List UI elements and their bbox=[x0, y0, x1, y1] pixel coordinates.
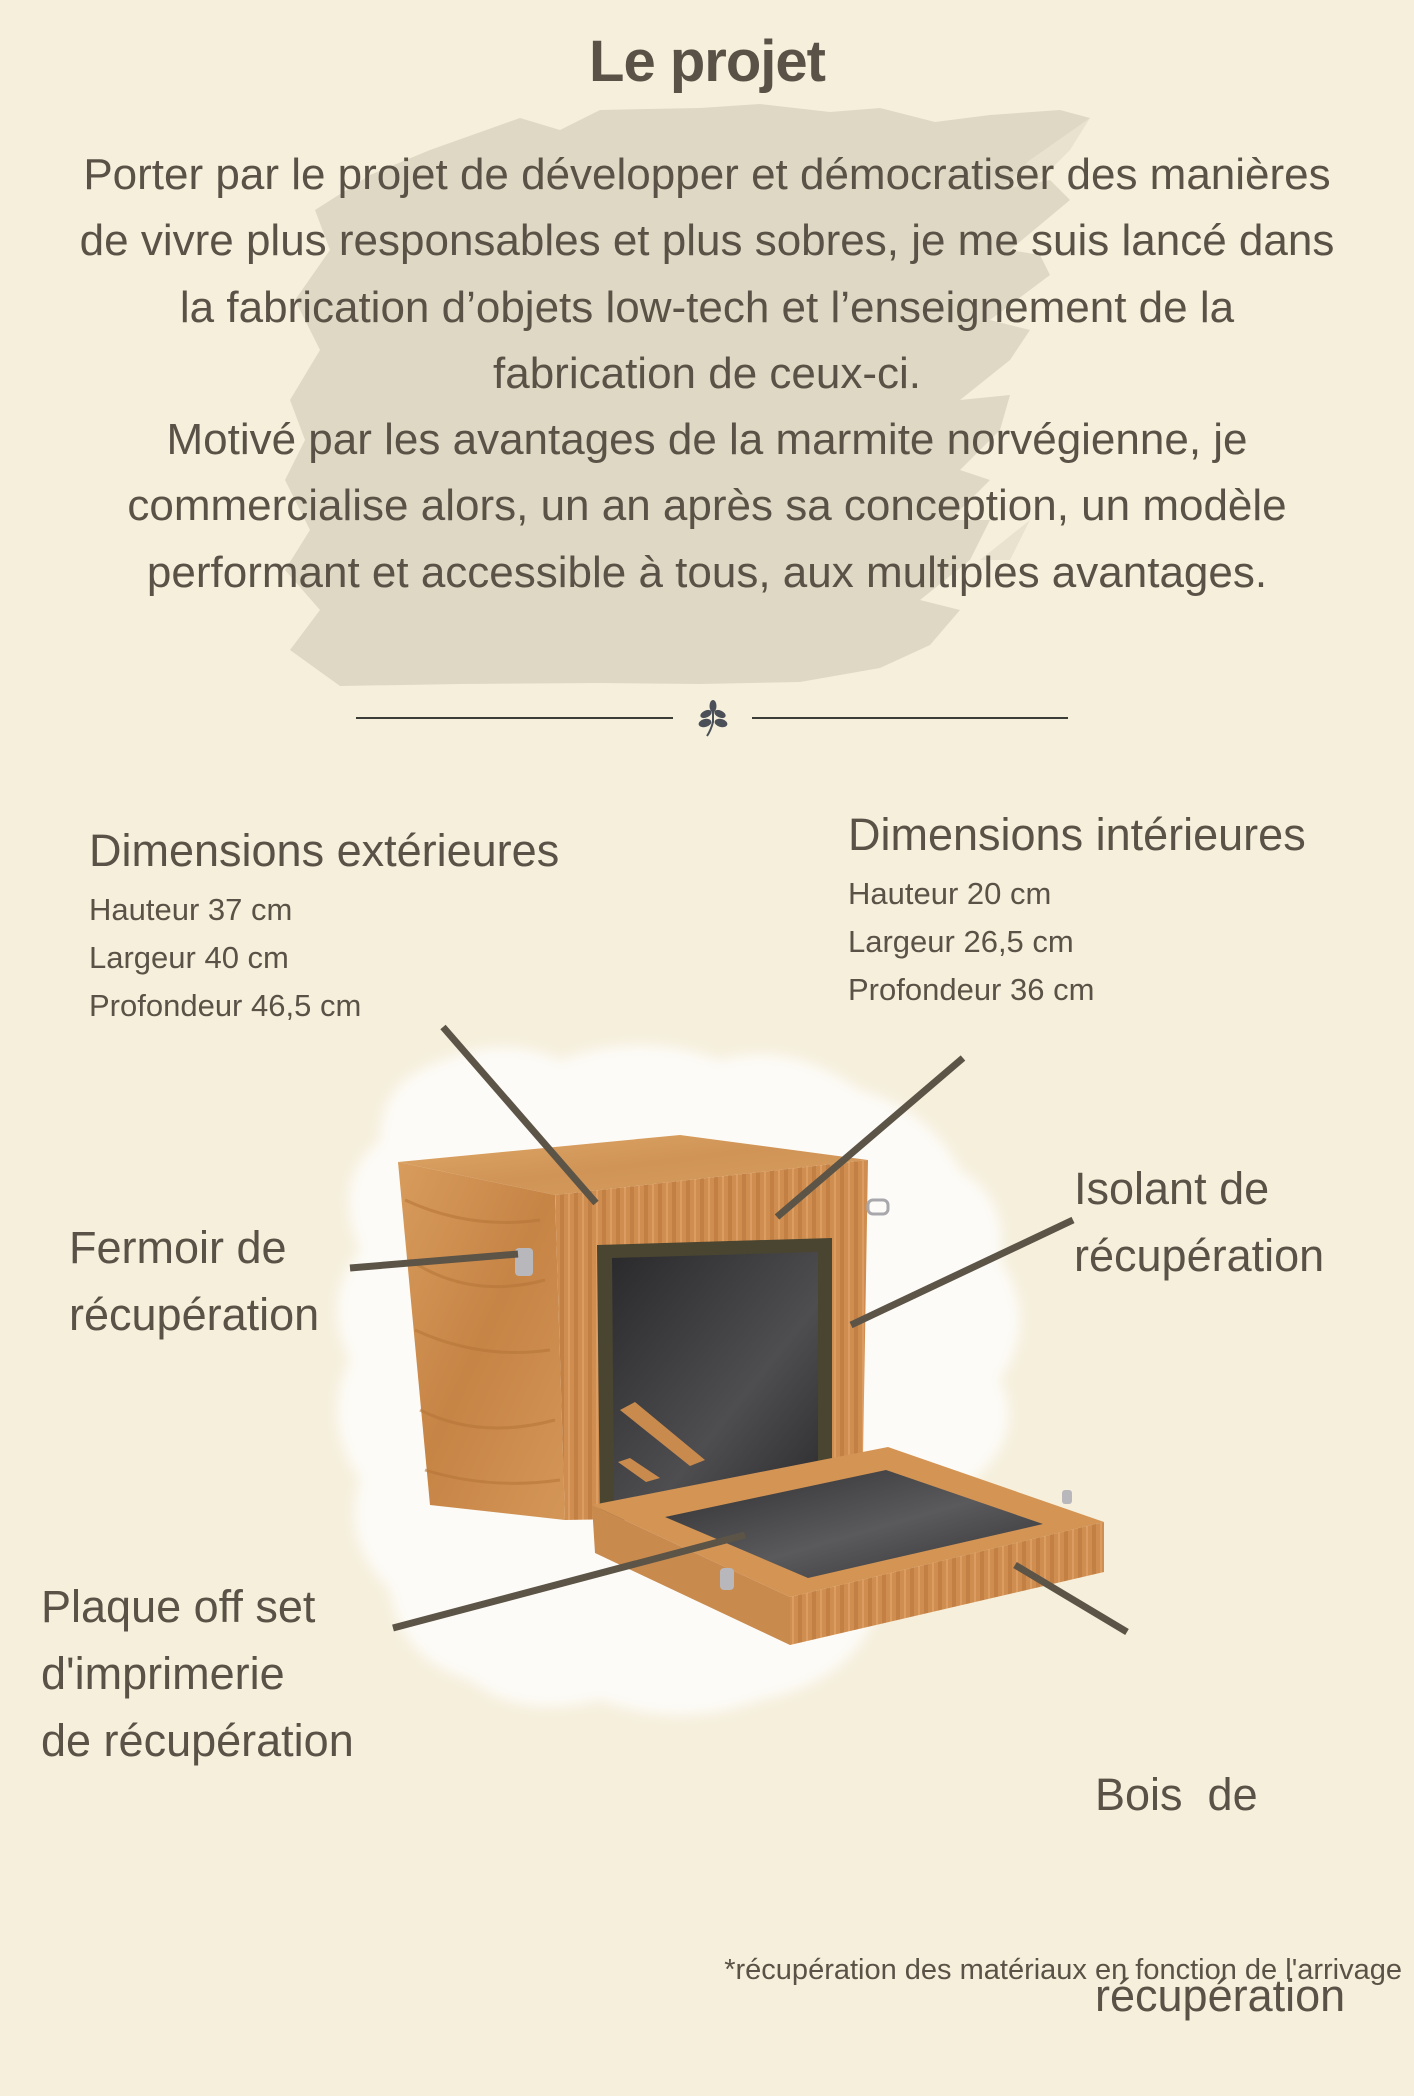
callout-line: d'imprimerie bbox=[41, 1648, 285, 1699]
cooker-box-illustration bbox=[337, 1024, 1129, 1715]
page-title: Le projet bbox=[589, 29, 826, 94]
intro-line: commercialise alors, un an après sa conc… bbox=[127, 481, 1287, 531]
offset-plate bbox=[665, 1470, 1043, 1578]
leader-isolant bbox=[849, 1216, 1075, 1329]
divider-line-right bbox=[752, 717, 1068, 719]
tray-latch-right bbox=[1062, 1490, 1072, 1504]
callout-line: Isolant de bbox=[1074, 1163, 1270, 1214]
callout-fermoir: Fermoir de récupération bbox=[69, 1214, 319, 1348]
leaf-sprig-icon bbox=[698, 700, 728, 737]
inner-rail bbox=[618, 1458, 660, 1482]
exterior-height: Hauteur 37 cm bbox=[89, 892, 293, 927]
exterior-dimensions-title: Dimensions extérieures bbox=[89, 825, 560, 876]
callout-isolant: Isolant de récupération bbox=[1074, 1155, 1324, 1289]
tray-latch bbox=[720, 1568, 734, 1590]
intro-line: fabrication de ceux-ci. bbox=[493, 348, 921, 398]
exterior-width: Largeur 40 cm bbox=[89, 940, 289, 975]
interior-dimensions-title: Dimensions intérieures bbox=[848, 809, 1306, 860]
intro-paragraph: Porter par le projet de développer et dé… bbox=[20, 142, 1394, 606]
callout-line: de récupération bbox=[41, 1715, 354, 1766]
callout-bois: Bois de récupération bbox=[1095, 1627, 1345, 2096]
callout-line: récupération bbox=[69, 1289, 320, 1340]
exterior-depth: Profondeur 46,5 cm bbox=[89, 988, 362, 1023]
intro-line: performant et accessible à tous, aux mul… bbox=[146, 547, 1268, 597]
callout-line: récupération bbox=[1074, 1230, 1325, 1281]
leader-lines bbox=[349, 1024, 1129, 1636]
brush-stroke-background bbox=[285, 104, 1090, 686]
callout-plaque: Plaque off set d'imprimerie de récupérat… bbox=[41, 1573, 354, 1774]
intro-line: Porter par le projet de développer et dé… bbox=[83, 150, 1331, 199]
latch-right bbox=[866, 1198, 890, 1216]
leader-interior bbox=[774, 1055, 966, 1220]
inner-rail bbox=[620, 1402, 705, 1466]
callout-line: Plaque off set bbox=[41, 1581, 316, 1632]
interior-depth: Profondeur 36 cm bbox=[848, 972, 1095, 1007]
callout-line: Fermoir de bbox=[69, 1222, 287, 1273]
tray-side bbox=[790, 1522, 1104, 1645]
intro-line: de vivre plus responsables et plus sobre… bbox=[79, 216, 1335, 266]
footnote: *récupération des matériaux en fonction … bbox=[724, 1954, 1402, 1986]
box-top-face bbox=[398, 1135, 868, 1195]
leader-fermoir bbox=[349, 1250, 519, 1272]
leader-exterior bbox=[440, 1024, 599, 1206]
intro-line: Motivé par les avantages de la marmite n… bbox=[166, 415, 1248, 465]
tray-front bbox=[592, 1505, 790, 1645]
divider-line-left bbox=[356, 717, 673, 719]
leader-plaque bbox=[392, 1531, 746, 1632]
callout-line: Bois de bbox=[1095, 1769, 1258, 1820]
interior-height: Hauteur 20 cm bbox=[848, 876, 1052, 911]
interior-width: Largeur 26,5 cm bbox=[848, 924, 1074, 959]
intro-line: la fabrication d’objets low-tech et l’en… bbox=[179, 282, 1235, 332]
latch-left bbox=[515, 1248, 533, 1276]
leader-bois bbox=[1013, 1561, 1129, 1636]
